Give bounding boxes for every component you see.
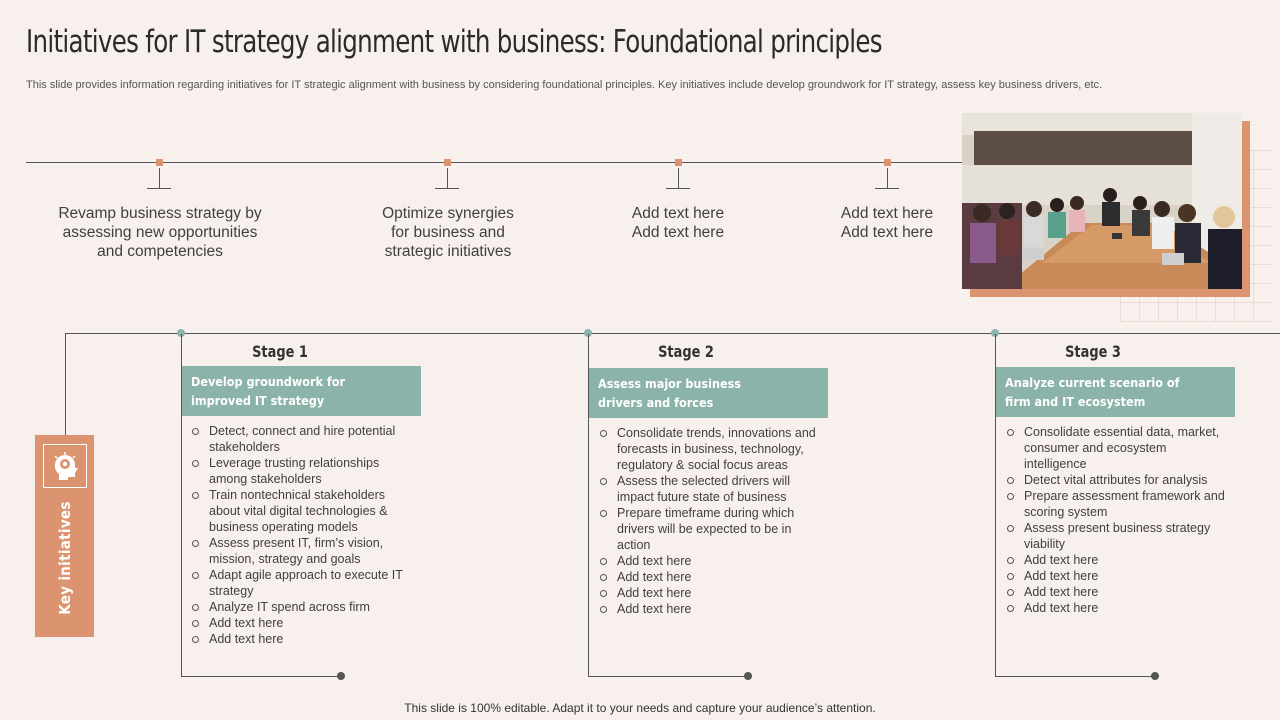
list-item: Add text here bbox=[190, 631, 415, 647]
stage-3-end-dot bbox=[1151, 672, 1159, 680]
list-item: Add text here bbox=[1005, 600, 1230, 616]
timeline-text: Optimize synergies for business and stra… bbox=[382, 205, 514, 260]
list-item: Add text here bbox=[598, 585, 816, 601]
list-item: Add text here bbox=[1005, 552, 1230, 568]
team-meeting-photo bbox=[962, 113, 1242, 289]
slide-title: Initiatives for IT strategy alignment wi… bbox=[26, 24, 883, 60]
global-brain-icon bbox=[54, 452, 78, 480]
key-connector-line bbox=[65, 333, 66, 435]
stages-connector-line bbox=[65, 333, 1280, 334]
list-item: Consolidate essential data, market, cons… bbox=[1005, 424, 1230, 472]
stage-2-list: Consolidate trends, innovations and fore… bbox=[598, 425, 816, 617]
list-item: Assess present business strategy viabili… bbox=[1005, 520, 1230, 552]
stage-3-header: Analyze current scenario of firm and IT … bbox=[996, 367, 1235, 417]
stage-2-top-dot bbox=[584, 329, 592, 337]
slide-subtitle: This slide provides information regardin… bbox=[26, 79, 1103, 91]
list-item: Assess present IT, firm’s vision, missio… bbox=[190, 535, 415, 567]
list-item: Train nontechnical stakeholders about vi… bbox=[190, 487, 415, 535]
stage-1-top-dot bbox=[177, 329, 185, 337]
list-item: Prepare timeframe during which drivers w… bbox=[598, 505, 816, 553]
stage-2-end-dot bbox=[744, 672, 752, 680]
list-item: Analyze IT spend across firm bbox=[190, 599, 415, 615]
stage-1-end-dot bbox=[337, 672, 345, 680]
list-item: Prepare assessment framework and scoring… bbox=[1005, 488, 1230, 520]
stage-2-header: Assess major business drivers and forces bbox=[589, 368, 828, 418]
list-item: Detect, connect and hire potential stake… bbox=[190, 423, 415, 455]
timeline-line bbox=[26, 162, 966, 163]
timeline-marker bbox=[156, 159, 163, 166]
stage-2-title: Stage 2 bbox=[658, 342, 714, 361]
stage-3-top-dot bbox=[991, 329, 999, 337]
list-item: Consolidate trends, innovations and fore… bbox=[598, 425, 816, 473]
stage-1-title: Stage 1 bbox=[252, 342, 308, 361]
timeline-marker bbox=[444, 159, 451, 166]
list-item: Add text here bbox=[598, 569, 816, 585]
timeline-text: Add text here Add text here bbox=[840, 205, 934, 241]
stage-1-header: Develop groundwork for improved IT strat… bbox=[182, 366, 421, 416]
timeline-marker bbox=[884, 159, 891, 166]
timeline-text: Revamp business strategy by assessing ne… bbox=[58, 205, 262, 260]
stage-3-list: Consolidate essential data, market, cons… bbox=[1005, 424, 1230, 616]
list-item: Add text here bbox=[1005, 568, 1230, 584]
list-item: Add text here bbox=[598, 601, 816, 617]
list-item: Add text here bbox=[190, 615, 415, 631]
stage-3-title: Stage 3 bbox=[1065, 342, 1121, 361]
key-initiatives-label: Key initiatives bbox=[56, 501, 74, 615]
key-icon-frame bbox=[43, 444, 87, 488]
list-item: Adapt agile approach to execute IT strat… bbox=[190, 567, 415, 599]
photo-frame bbox=[962, 113, 1252, 298]
list-item: Detect vital attributes for analysis bbox=[1005, 472, 1230, 488]
timeline-marker bbox=[675, 159, 682, 166]
footer-note: This slide is 100% editable. Adapt it to… bbox=[404, 701, 876, 715]
list-item: Add text here bbox=[598, 553, 816, 569]
list-item: Add text here bbox=[1005, 584, 1230, 600]
list-item: Leverage trusting relationships among st… bbox=[190, 455, 415, 487]
list-item: Assess the selected drivers will impact … bbox=[598, 473, 816, 505]
stage-1-list: Detect, connect and hire potential stake… bbox=[190, 423, 415, 647]
timeline-text: Add text here Add text here bbox=[631, 205, 725, 241]
